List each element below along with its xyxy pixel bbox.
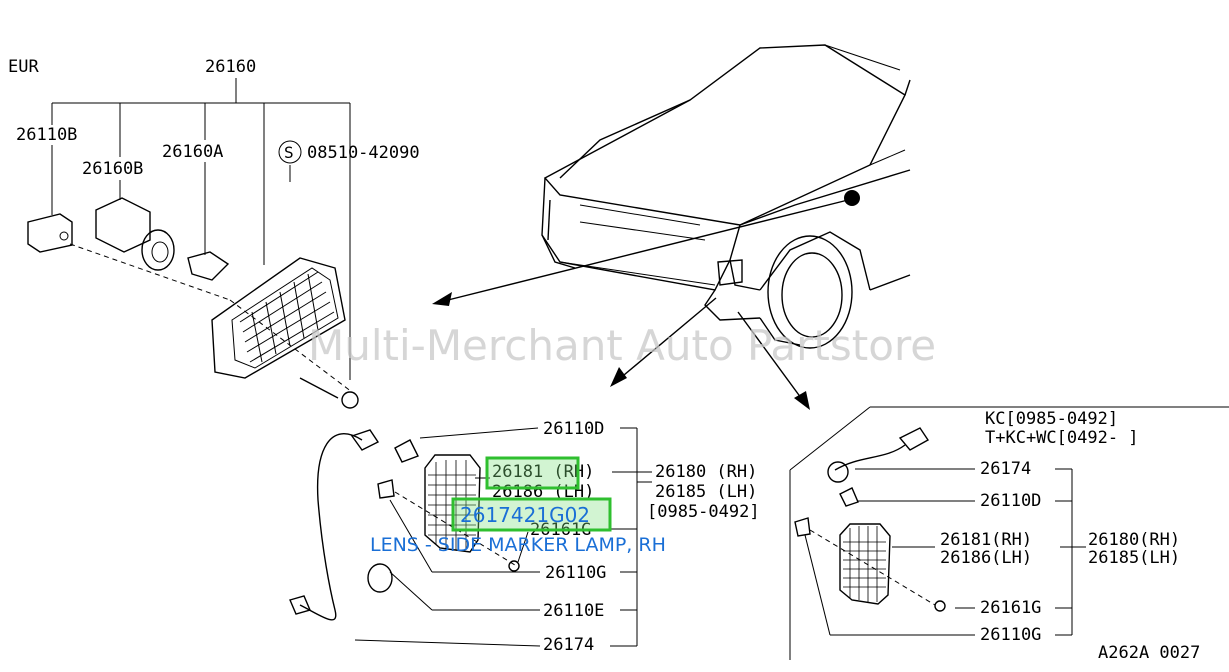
right-bulb-icon [839, 487, 859, 507]
center-lamp-lens-icon [424, 454, 481, 553]
highlight-description: LENS - SIDE MARKER LAMP, RH [370, 534, 666, 556]
part-26160a[interactable]: 26160A [162, 142, 223, 162]
eur-lamp-group: EUR 26160 26110B 26160B 26160A S 08510-4… [8, 57, 420, 409]
bulb-holder-part-icon [95, 197, 151, 253]
highlight-part-number[interactable]: 2617421G02 [460, 503, 590, 527]
right-lamp-lens-icon [839, 523, 891, 605]
model-code-line-2: T+KC+WC[0492- ] [985, 428, 1139, 448]
center-clip-icon [377, 479, 395, 499]
part-26110d[interactable]: 26110D [543, 419, 604, 439]
part-26181-rh[interactable]: 26181 (RH) [492, 462, 594, 482]
harness-wire-icon [299, 433, 363, 621]
screw-symbol-icon [278, 140, 302, 164]
diagram-code: A262A 0027 [1098, 643, 1200, 663]
screw-part-icon [341, 391, 359, 409]
callout-arrows [432, 199, 849, 410]
right-part-26161g[interactable]: 26161G [980, 598, 1041, 618]
highlight-26181-box[interactable] [485, 456, 580, 490]
bulb-part-icon [187, 251, 230, 281]
right-part-26180-rh[interactable]: 26180(RH) [1088, 530, 1180, 550]
right-part-26181-rh[interactable]: 26181(RH) [940, 530, 1032, 550]
right-lamp-group: KC[0985-0492] T+KC+WC[0492- ] 26174 2611… [789, 406, 1229, 663]
right-harness-wire-icon [834, 444, 906, 471]
part-26160b[interactable]: 26160B [82, 159, 143, 179]
part-26174[interactable]: 26174 [543, 635, 594, 655]
highlight-part-number-box[interactable] [451, 497, 612, 532]
center-bulb-icon [394, 439, 419, 463]
right-part-26185-lh[interactable]: 26185(LH) [1088, 548, 1180, 568]
right-part-26110g[interactable]: 26110G [980, 625, 1041, 645]
right-part-26110d[interactable]: 26110D [980, 491, 1041, 511]
part-26185-lh[interactable]: 26185 (LH) [655, 482, 757, 502]
model-code-line-1: KC[0985-0492] [985, 409, 1118, 429]
part-08510-42090[interactable]: 08510-42090 [307, 143, 420, 163]
part-26110e[interactable]: 26110E [543, 601, 604, 621]
right-clip-icon [794, 517, 811, 537]
car-front-illustration [541, 44, 911, 349]
region-label: EUR [8, 57, 39, 77]
right-part-26186-lh[interactable]: 26186(LH) [940, 548, 1032, 568]
right-part-26174[interactable]: 26174 [980, 459, 1031, 479]
date-range-label: [0985-0492] [647, 502, 760, 522]
part-26180-rh[interactable]: 26180 (RH) [655, 462, 757, 482]
part-26160[interactable]: 26160 [205, 57, 256, 77]
watermark-text: Multi-Merchant Auto Partstore [308, 321, 936, 370]
socket-part-icon [27, 213, 73, 253]
part-26110b[interactable]: 26110B [16, 125, 77, 145]
screw-symbol-letter: S [284, 143, 294, 162]
part-26110g[interactable]: 26110G [545, 563, 606, 583]
eur-lamp-housing-icon [211, 257, 346, 379]
